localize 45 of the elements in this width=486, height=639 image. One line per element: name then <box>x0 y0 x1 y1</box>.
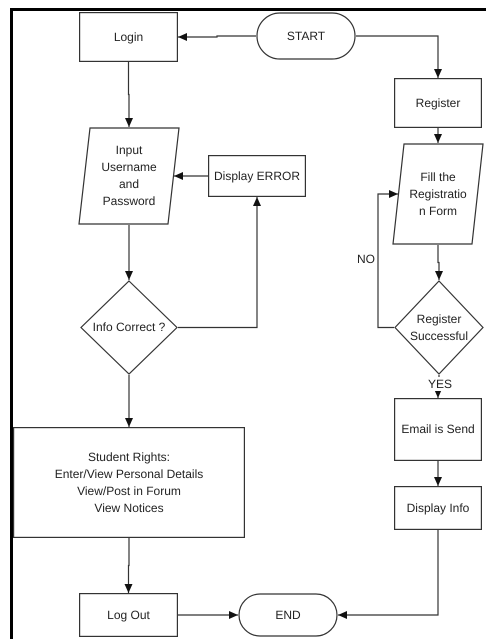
process-box <box>394 486 482 530</box>
arrow <box>178 611 238 619</box>
node-label: View Notices <box>93 500 165 516</box>
decision-diamond <box>80 280 178 375</box>
process-box <box>208 155 306 197</box>
node-label: Enter/View Personal Details <box>54 466 204 482</box>
process-box <box>394 78 482 128</box>
edge-label: YES <box>428 377 452 391</box>
arrow <box>124 538 132 593</box>
node-label: Display Info <box>406 500 470 516</box>
arrow <box>178 33 256 41</box>
arrow <box>125 375 133 427</box>
process-box <box>79 12 178 62</box>
decision-diamond <box>394 280 484 375</box>
node-label: Register Successful <box>408 310 470 344</box>
arrow <box>434 128 442 143</box>
node-label: View/Post in Forum <box>76 482 182 500</box>
node-label: Log Out <box>106 606 151 624</box>
edge-label: NO <box>357 252 375 266</box>
arrow <box>356 35 442 78</box>
arrow <box>377 190 398 328</box>
node-label: END <box>274 606 302 624</box>
process-box <box>13 427 245 538</box>
input-parallelogram <box>78 127 180 225</box>
arrow <box>174 172 208 180</box>
node-label: Student Rights: <box>86 448 172 466</box>
node-label: Email is Send <box>400 421 476 438</box>
node-label: Info Correct ? <box>92 319 166 336</box>
node-label: Input Username and Password <box>100 142 158 210</box>
input-parallelogram <box>392 143 484 245</box>
process-box <box>394 398 482 461</box>
node-label: Display ERROR <box>212 168 301 184</box>
arrow <box>125 225 133 280</box>
arrow <box>435 245 443 280</box>
process-box <box>79 593 178 637</box>
arrow <box>125 62 133 127</box>
node-label: Register <box>414 94 462 112</box>
arrow <box>434 461 442 486</box>
arrow <box>178 197 261 328</box>
terminal-shape <box>238 593 338 637</box>
node-label: Login <box>112 28 144 46</box>
arrow <box>338 530 439 619</box>
node-label: Fill the Registratio n Form <box>408 168 468 220</box>
node-label: START <box>286 28 326 44</box>
terminal-shape <box>256 12 356 60</box>
